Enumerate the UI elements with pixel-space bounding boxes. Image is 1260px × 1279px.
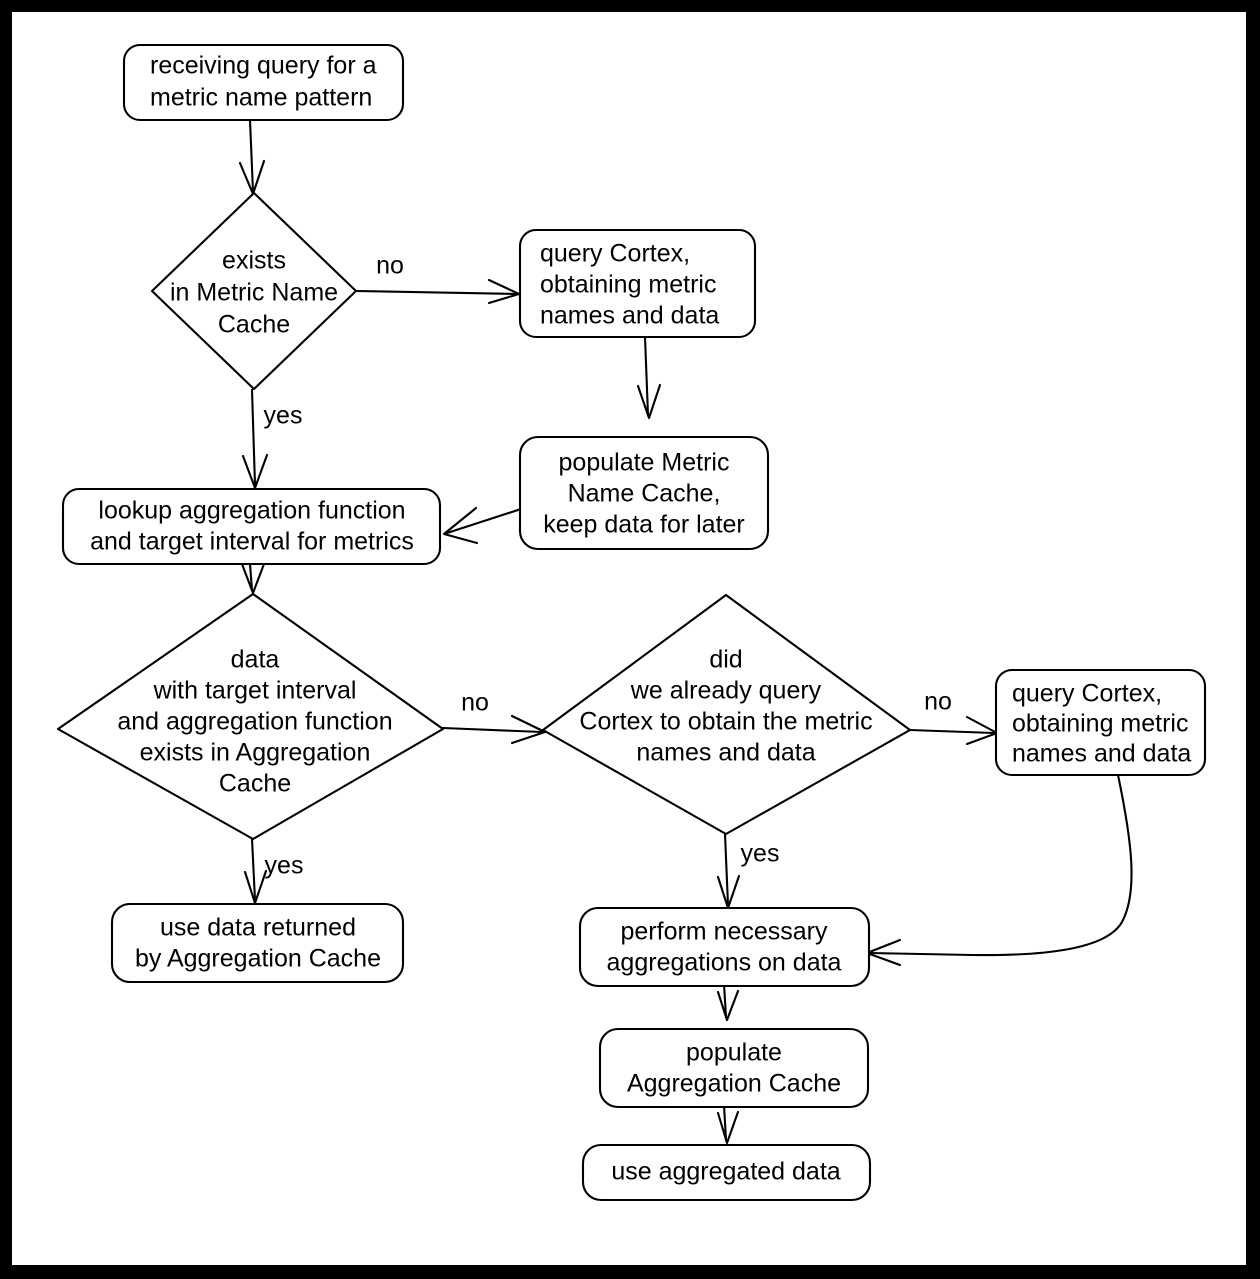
edge-label-yes: yes: [264, 402, 303, 430]
node-line: exists: [222, 247, 286, 275]
edge-already-queried-no-to-query-cortex-2: no: [908, 688, 999, 746]
node-line: did: [709, 646, 742, 674]
edge-aggregation-cache-yes-to-use-cached-data: yes: [243, 837, 304, 905]
node-line: by Aggregation Cache: [135, 945, 381, 973]
node-line: Aggregation Cache: [627, 1070, 841, 1098]
node-line: keep data for later: [543, 511, 745, 539]
edge-already-queried-yes-to-perform-aggregations: yes: [716, 832, 780, 910]
node-line: obtaining metric: [1012, 710, 1188, 738]
edge-populate-metric-name-cache-to-lookup-aggregation: [442, 506, 523, 545]
node-shape-use-aggregated-data: [581, 1143, 872, 1202]
node-line: in Metric Name: [170, 279, 338, 307]
flowchart-svg: no yes: [56, 43, 1207, 1202]
node-line: Cache: [218, 311, 290, 339]
edge-label-yes: yes: [265, 852, 304, 880]
node-shape-use-data-returned: [110, 902, 405, 984]
node-shape-populate-metric-name-cache: [518, 435, 770, 551]
node-shape-lookup-aggregation-function: [61, 487, 442, 566]
node-query-cortex-top[interactable]: query Cortex, obtaining metric names and…: [518, 228, 757, 339]
node-line: lookup aggregation function: [98, 497, 405, 525]
node-use-data-returned-by-aggregation-cache[interactable]: use data returned by Aggregation Cache: [110, 902, 405, 984]
edge-query-cortex-2-to-perform-aggregations: [865, 773, 1133, 967]
node-exists-in-metric-name-cache[interactable]: exists in Metric Name Cache: [150, 191, 358, 391]
node-shape-did-we-already-query-cortex: [541, 593, 912, 836]
node-perform-necessary-aggregations[interactable]: perform necessary aggregations on data: [578, 906, 871, 988]
node-populate-aggregation-cache[interactable]: populate Aggregation Cache: [598, 1027, 870, 1109]
node-line: metric name pattern: [150, 84, 372, 112]
node-shape-data-exists-in-aggregation-cache: [56, 592, 445, 841]
node-line: and aggregation function: [117, 708, 392, 736]
node-line: Cache: [219, 770, 291, 798]
node-receiving-query[interactable]: receiving query for a metric name patter…: [122, 43, 405, 122]
node-line: receiving query for a: [150, 52, 377, 80]
edge-receive-to-exists-metric-name-cache: [238, 118, 266, 196]
edge-perform-aggregations-to-populate-aggregation-cache: [716, 982, 740, 1022]
node-did-we-already-query-cortex[interactable]: did we already query Cortex to obtain th…: [541, 593, 912, 836]
node-line: use aggregated data: [611, 1158, 840, 1186]
node-line: names and data: [1012, 740, 1191, 768]
node-shape-query-cortex-right: [994, 668, 1207, 777]
node-shape-perform-aggregations: [578, 906, 871, 988]
node-line: use data returned: [160, 914, 356, 942]
node-line: Cortex to obtain the metric: [579, 708, 872, 736]
node-shape-populate-aggregation-cache: [598, 1027, 870, 1109]
node-line: populate Metric: [559, 449, 730, 477]
node-shape-query-cortex-top: [518, 228, 757, 339]
node-data-exists-in-aggregation-cache[interactable]: data with target interval and aggregatio…: [56, 592, 445, 841]
node-line: we already query: [630, 677, 822, 705]
node-line: names and data: [636, 739, 815, 767]
edge-label-no: no: [461, 689, 489, 717]
edge-lookup-aggregation-to-aggregation-cache-decision: [240, 562, 266, 595]
edge-populate-aggregation-cache-to-use-aggregated-data: [716, 1103, 740, 1145]
node-shape-receiving-query: [122, 43, 405, 122]
edge-aggregation-cache-no-to-already-queried: no: [441, 689, 547, 745]
node-line: query Cortex,: [1012, 680, 1162, 708]
node-line: data: [231, 646, 280, 674]
node-line: populate: [686, 1039, 782, 1067]
edge-exists-metric-name-cache-yes-to-lookup-aggregation: yes: [241, 388, 303, 490]
node-line: with target interval: [153, 677, 357, 705]
node-query-cortex-right[interactable]: query Cortex, obtaining metric names and…: [994, 668, 1207, 777]
node-line: query Cortex,: [540, 240, 690, 268]
flowchart-canvas: no yes: [12, 12, 1246, 1265]
node-shape-exists-in-metric-name-cache: [150, 191, 358, 391]
node-use-aggregated-data[interactable]: use aggregated data: [581, 1143, 872, 1202]
node-line: and target interval for metrics: [90, 528, 414, 556]
node-line: aggregations on data: [607, 949, 842, 977]
edge-exists-metric-name-cache-no-to-query-cortex: no: [354, 252, 521, 305]
node-line: perform necessary: [620, 918, 828, 946]
edge-label-no: no: [376, 252, 404, 280]
node-lookup-aggregation-function[interactable]: lookup aggregation function and target i…: [61, 487, 442, 566]
node-populate-metric-name-cache[interactable]: populate Metric Name Cache, keep data fo…: [518, 435, 770, 551]
edge-query-cortex-to-populate-metric-name-cache: [636, 335, 662, 420]
node-line: exists in Aggregation: [140, 739, 371, 767]
edge-label-no: no: [924, 688, 952, 716]
node-line: names and data: [540, 302, 719, 330]
node-line: Name Cache,: [568, 480, 721, 508]
edge-label-yes: yes: [741, 840, 780, 868]
node-line: obtaining metric: [540, 271, 716, 299]
